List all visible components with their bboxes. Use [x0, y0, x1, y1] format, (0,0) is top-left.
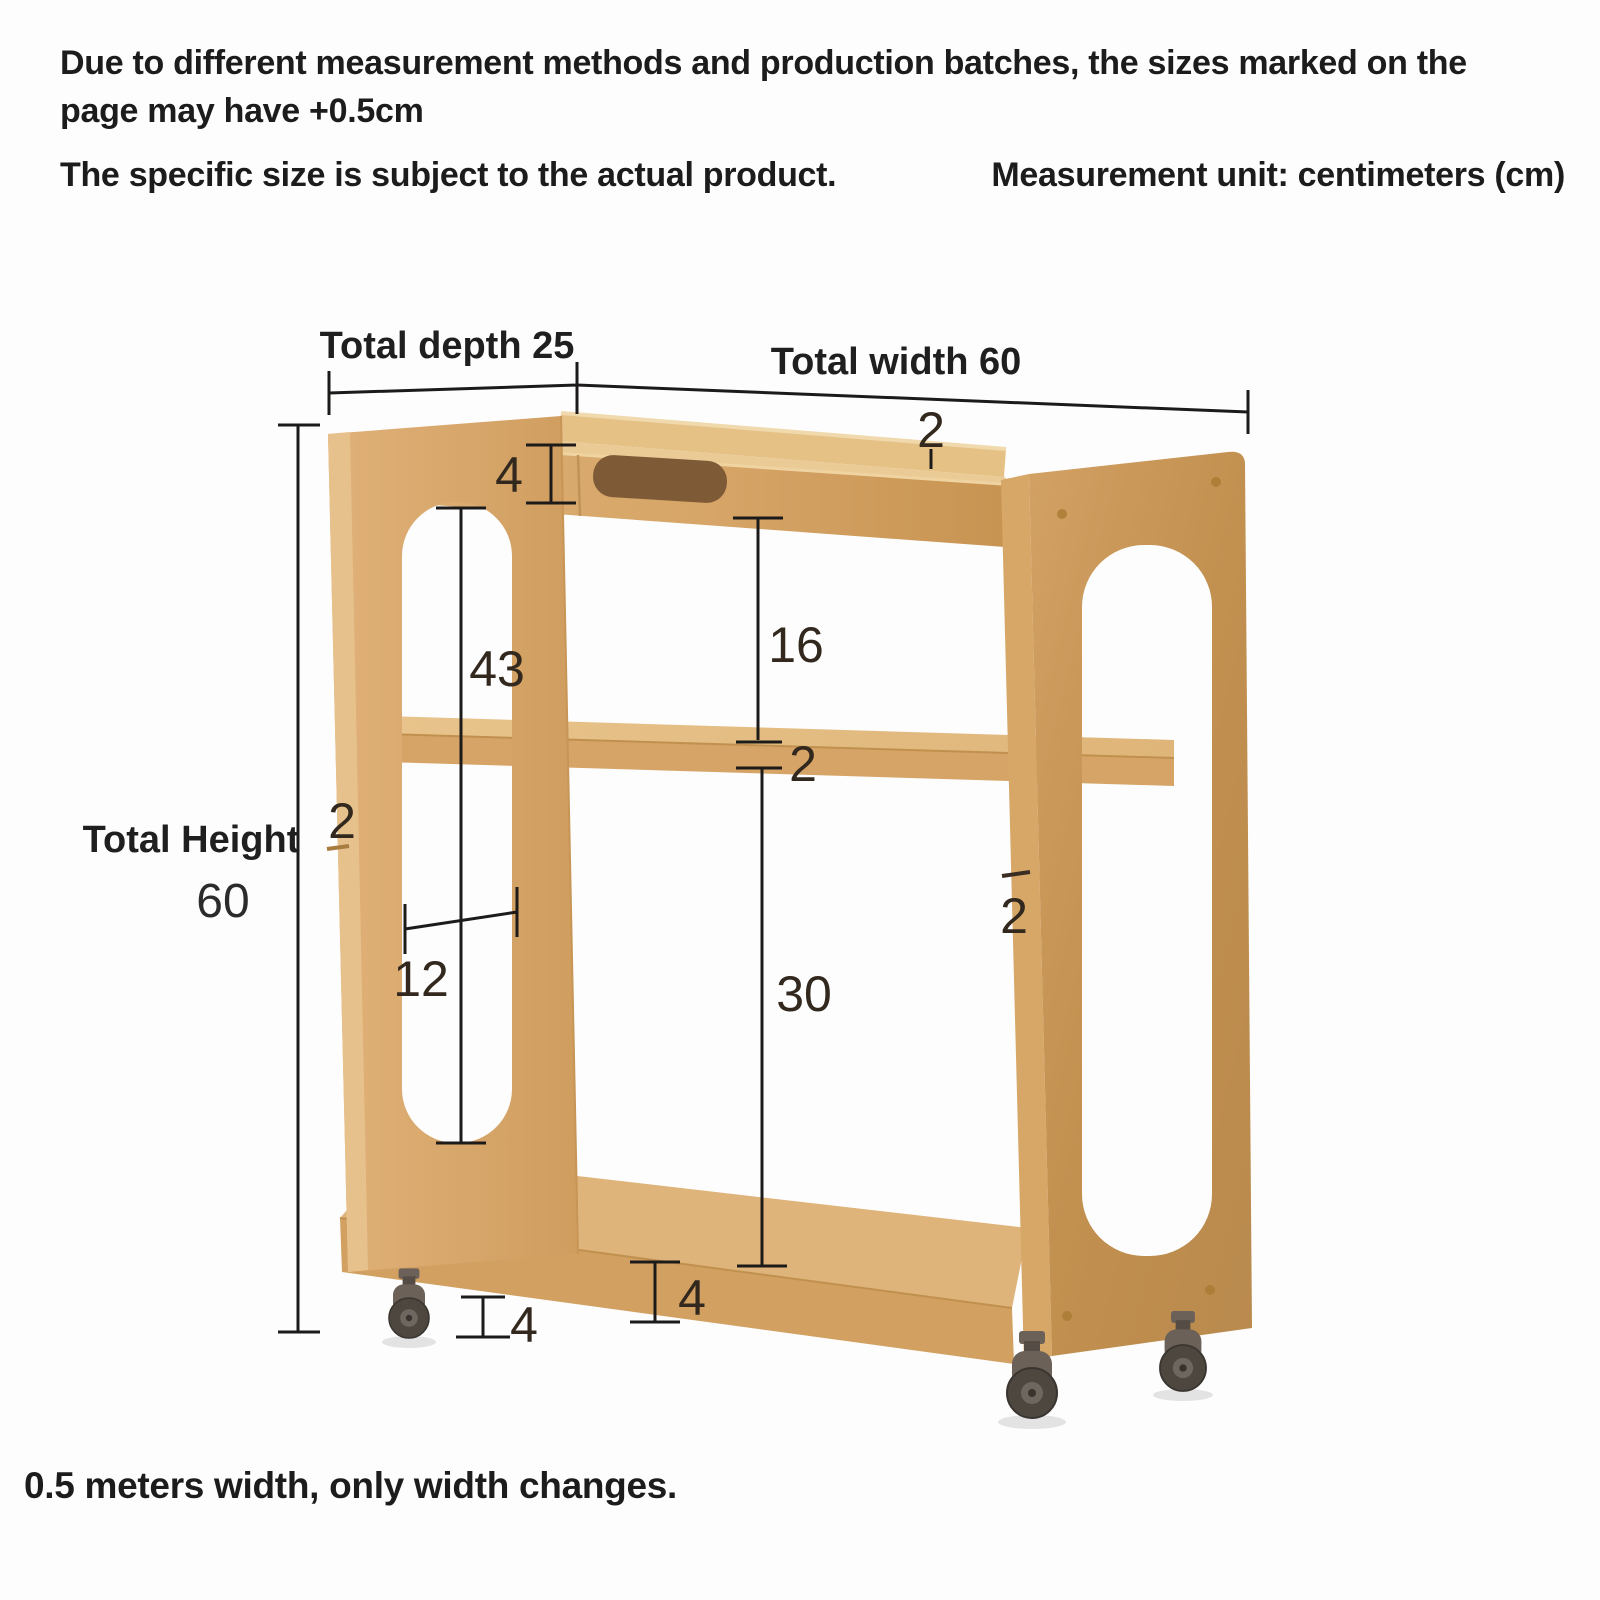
- label-clearance-30: 30: [776, 966, 832, 1022]
- dim-tick-right-panel: [1001, 870, 1031, 878]
- label-apron-4: 4: [495, 447, 523, 503]
- label-total-depth: Total depth 25: [320, 325, 575, 367]
- dim-line-apron: [526, 443, 576, 505]
- notes-row: The specific size is subject to the actu…: [60, 152, 1565, 200]
- label-opening-43: 43: [469, 641, 525, 697]
- dowel-mark: [1062, 1311, 1072, 1321]
- dowel-mark: [1205, 1285, 1215, 1295]
- dowel-mark: [1057, 509, 1067, 519]
- label-right-panel-2: 2: [1000, 888, 1028, 944]
- size-note-text: The specific size is subject to the actu…: [60, 156, 837, 194]
- dimension-lines: [278, 362, 1250, 1339]
- caster-shadow: [1153, 1389, 1213, 1401]
- dim-line-caster-height: [456, 1295, 510, 1339]
- dim-tick-left-panel: [326, 844, 350, 851]
- right-panel-front-edge: [1001, 474, 1052, 1364]
- dim-line-opening-width: [403, 887, 519, 954]
- label-clearance-16: 16: [768, 617, 824, 673]
- unit-note-text: Measurement unit: centimeters (cm): [991, 156, 1565, 194]
- left-panel-outer-face: [328, 416, 578, 1272]
- caster-shadow: [998, 1415, 1066, 1429]
- caster-left: [388, 1268, 430, 1339]
- right-panel-inner-face: [1029, 451, 1252, 1356]
- label-bottom-shelf-4: 4: [678, 1270, 706, 1326]
- dim-ticks-shelf-thickness: [736, 740, 782, 770]
- label-left-panel-2: 2: [328, 793, 356, 849]
- label-caster-4: 4: [510, 1297, 538, 1353]
- caster-back-right: [1159, 1310, 1207, 1392]
- label-total-height-value: 60: [196, 875, 249, 928]
- left-panel-front-edge: [328, 432, 368, 1272]
- dim-line-opening-height: [436, 506, 486, 1145]
- label-rim-2: 2: [917, 402, 945, 458]
- variant-note-text: 0.5 meters width, only width changes.: [24, 1465, 677, 1506]
- caster-shadow: [382, 1336, 436, 1348]
- left-panel: [328, 415, 579, 1272]
- label-shelf-2: 2: [789, 736, 817, 792]
- label-opening-12: 12: [393, 951, 449, 1007]
- dim-line-total-height: [278, 423, 320, 1334]
- dowel-mark: [1211, 477, 1221, 487]
- apron-seam: [576, 454, 582, 517]
- dim-line-total-width: [576, 383, 1250, 434]
- caster-front-right: [1006, 1331, 1058, 1419]
- disclaimer-text: Due to different measurement methods and…: [60, 44, 1467, 130]
- label-total-width: Total width 60: [771, 341, 1022, 383]
- label-total-height: Total Height: [83, 819, 300, 861]
- tray-back-rim: [559, 413, 1006, 477]
- dim-line-upper-clearance: [733, 516, 783, 740]
- tray-rim-highlight: [560, 411, 1007, 451]
- left-panel-back-seam: [560, 415, 579, 1255]
- right-panel: [1001, 451, 1252, 1364]
- dim-line-lower-clearance: [737, 768, 787, 1268]
- dim-line-bottom-shelf: [630, 1260, 680, 1324]
- dim-line-total-depth: [327, 362, 579, 415]
- tray-handle-slot: [593, 455, 727, 503]
